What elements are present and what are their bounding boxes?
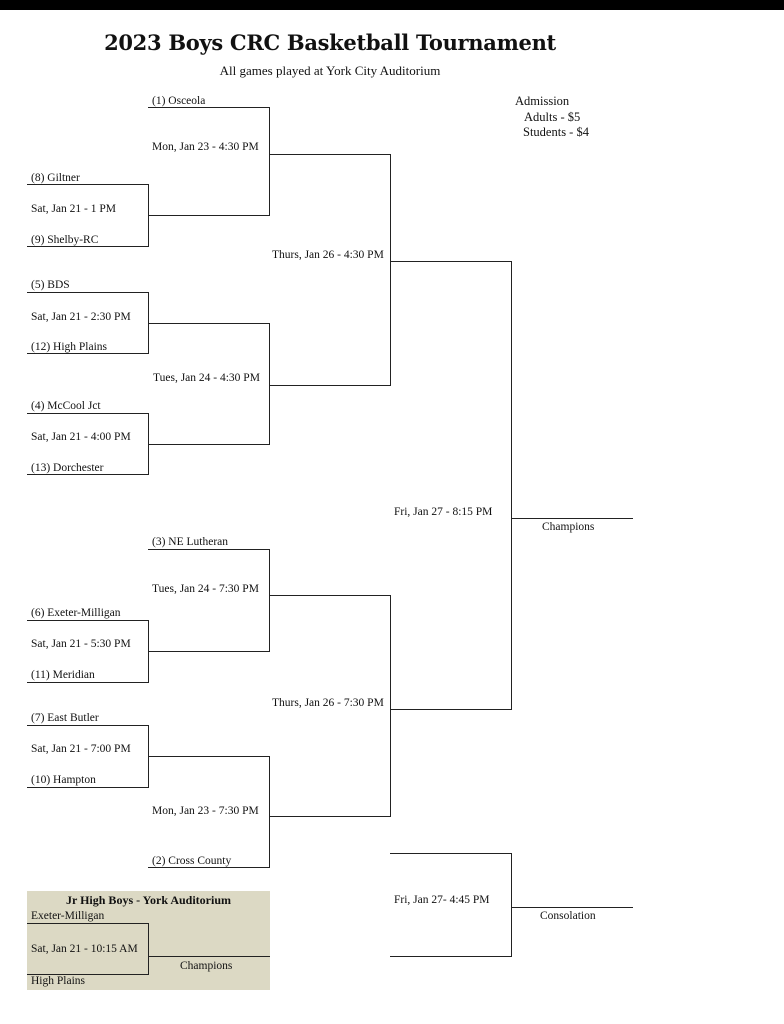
bracket-line [269,154,391,155]
page-subtitle: All games played at York City Auditorium [219,63,441,78]
bracket-line [390,853,512,854]
bracket-line [269,385,391,386]
bracket-line [148,756,270,757]
game-time-sat-jan21-400: Sat, Jan 21 - 4:00 PM [31,431,131,443]
top-border [0,0,784,10]
bracket-line [390,154,391,386]
team-high-plains: (12) High Plains [31,341,108,353]
bracket-line [148,956,270,957]
bracket-line [27,353,149,354]
game-time-tues-jan24-430: Tues, Jan 24 - 4:30 PM [153,372,260,384]
bracket-line [27,246,149,247]
team-east-butler: (7) East Butler [31,712,99,724]
bracket-line [148,323,270,324]
bracket-line [27,292,149,293]
bracket-line [148,651,270,652]
bracket-line [390,709,512,710]
game-time-mon-jan23-430: Mon, Jan 23 - 4:30 PM [152,141,259,153]
game-time-thurs-jan26-430: Thurs, Jan 26 - 4:30 PM [272,249,384,261]
team-hampton: (10) Hampton [31,774,96,786]
bracket-line [269,756,270,868]
bracket-line [27,620,149,621]
bracket-line [269,107,270,216]
bracket-line [148,444,270,445]
bracket-line [269,549,270,652]
game-time-sat-jan21-700: Sat, Jan 21 - 7:00 PM [31,743,131,755]
bracket-line [27,923,149,924]
game-time-fri-jan27-445: Fri, Jan 27- 4:45 PM [394,894,490,906]
bracket-line [27,474,149,475]
jr-high-title: Jr High Boys - York Auditorium [65,893,232,907]
bracket-line [148,923,149,974]
bracket-line [27,725,149,726]
consolation-label: Consolation [540,910,596,922]
bracket-line [148,107,270,108]
bracket-line [27,682,149,683]
team-meridian: (11) Meridian [31,669,95,681]
game-time-tues-jan24-730: Tues, Jan 24 - 7:30 PM [152,583,259,595]
jr-team-high-plains: High Plains [31,975,85,987]
team-giltner: (8) Giltner [31,172,80,184]
team-exeter-milligan: (6) Exeter-Milligan [31,607,121,619]
game-time-fri-jan27-815: Fri, Jan 27 - 8:15 PM [394,506,493,518]
game-time-thurs-jan26-730: Thurs, Jan 26 - 7:30 PM [272,697,384,709]
bracket-line [269,816,391,817]
bracket-line [511,853,512,957]
team-bds: (5) BDS [31,279,70,291]
bracket-line [269,323,270,445]
bracket-line [148,867,270,868]
game-time-mon-jan23-730: Mon, Jan 23 - 7:30 PM [152,805,259,817]
bracket-line [27,974,149,975]
admission-adults: Adults - $5 [524,110,581,124]
bracket-line [390,595,391,817]
team-osceola: (1) Osceola [152,95,206,107]
game-time-sat-jan21-530: Sat, Jan 21 - 5:30 PM [31,638,131,650]
team-shelby-rc: (9) Shelby-RC [31,234,99,246]
bracket-line [511,518,633,519]
bracket-line [390,956,512,957]
bracket-line [148,549,270,550]
game-time-sat-jan21-230: Sat, Jan 21 - 2:30 PM [31,311,131,323]
admission-students: Students - $4 [523,125,589,139]
admission-heading: Admission [515,94,570,108]
game-time-sat-jan21-1pm: Sat, Jan 21 - 1 PM [31,203,116,215]
team-dorchester: (13) Dorchester [31,462,104,474]
bracket-line [269,595,391,596]
jr-team-exeter-milligan: Exeter-Milligan [31,910,105,922]
bracket-line [27,787,149,788]
team-mccool-jct: (4) McCool Jct [31,400,101,412]
team-ne-lutheran: (3) NE Lutheran [152,536,228,548]
bracket-line [27,413,149,414]
bracket-line [511,261,512,710]
bracket-line [511,907,633,908]
team-cross-county: (2) Cross County [152,855,232,867]
jr-champions-label: Champions [180,960,233,972]
bracket-line [27,184,149,185]
bracket-line [148,215,270,216]
jr-game-time: Sat, Jan 21 - 10:15 AM [31,943,138,955]
champions-label: Champions [542,521,595,533]
bracket-line [390,261,512,262]
page-title: 2023 Boys CRC Basketball Tournament [104,30,556,55]
